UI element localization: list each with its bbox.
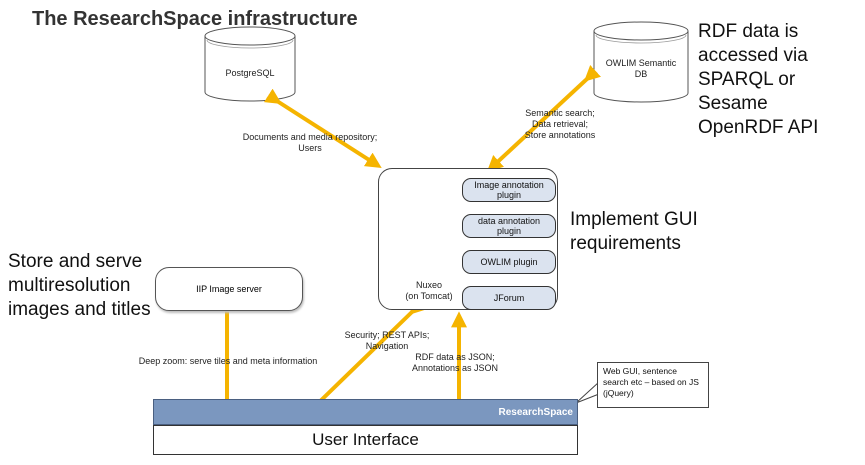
edge-label-documents: Documents and media repository; Users [242, 132, 378, 153]
owlim-db-label: OWLIM Semantic DB [605, 58, 677, 79]
arrow-owlim-plugin [486, 65, 602, 172]
edge-label-rdf-json: RDF data as JSON; Annotations as JSON [411, 352, 499, 373]
plugin-owlim: OWLIM plugin [462, 250, 556, 274]
plugin-jforum: JForum [462, 286, 556, 310]
owlim-db-cylinder [593, 21, 689, 103]
note-image-storage: Store and serve multiresolution images a… [8, 251, 151, 320]
researchspace-label: ResearchSpace [498, 407, 574, 418]
plugin-data-annotation: data annotation plugin [462, 214, 556, 238]
edge-label-security: Security; REST APIs; Navigation [344, 330, 430, 351]
postgresql-cylinder [204, 26, 296, 102]
user-interface-layer: User Interface [153, 425, 578, 455]
iip-image-server: IIP Image server [155, 267, 303, 311]
arrow-postgres-nuxeo [263, 88, 382, 169]
user-interface-label: User Interface [312, 430, 419, 449]
postgresql-label: PostgreSQL [225, 68, 275, 78]
iip-image-server-label: IIP Image server [196, 284, 262, 294]
plugin-image-annotation: Image annotation plugin [462, 178, 556, 202]
note-gui-requirements: Implement GUI requirements [570, 209, 698, 254]
diagram-title: The ResearchSpace infrastructure [32, 8, 358, 30]
callout-pointer [575, 380, 600, 404]
nuxeo-label: Nuxeo (on Tomcat) [405, 280, 453, 301]
edge-label-deep-zoom: Deep zoom: serve tiles and meta informat… [138, 356, 318, 366]
arrow-nuxeo-ui [304, 298, 427, 416]
note-rdf-access: RDF data is accessed via SPARQL or Sesam… [698, 21, 819, 138]
edge-label-semantic: Semantic search; Data retrieval; Store a… [524, 108, 596, 140]
web-gui-callout: Web GUI, sentence search etc – based on … [597, 362, 709, 408]
researchspace-layer: ResearchSpace [153, 399, 578, 425]
